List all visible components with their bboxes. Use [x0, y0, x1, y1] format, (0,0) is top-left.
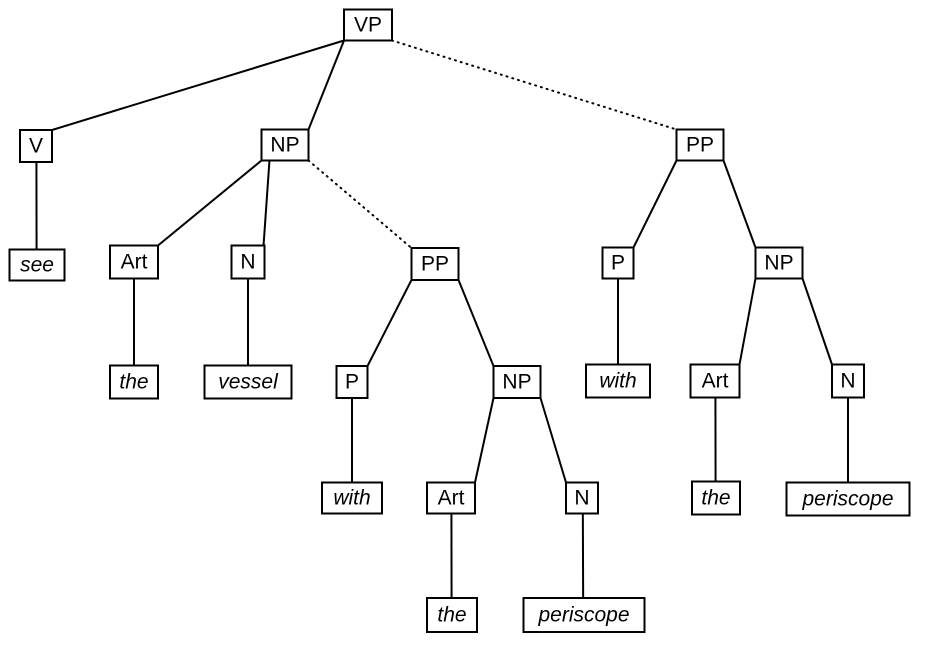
node-box-the-m — [426, 597, 478, 633]
tree-node-the-m[interactable]: the — [426, 597, 478, 633]
tree-node-art-m[interactable]: Art — [426, 481, 476, 515]
tree-edge-vp-np1 — [307, 40, 345, 130]
node-box-with-m — [321, 481, 383, 515]
node-label-peri-r: periscope — [801, 488, 893, 511]
tree-edge-pp-mid-np-mid — [457, 279, 495, 367]
node-label-pp-mid: PP — [421, 253, 449, 276]
node-box-np1 — [260, 128, 310, 162]
node-label-np-right: NP — [764, 252, 793, 275]
node-label-the-m: the — [437, 604, 466, 627]
tree-edge-vp-v — [51, 39, 345, 131]
tree-edge-pp-right-p-right — [632, 160, 678, 248]
node-label-the1: the — [119, 371, 148, 394]
tree-node-with-m[interactable]: with — [321, 481, 383, 515]
tree-node-np-mid[interactable]: NP — [492, 365, 542, 399]
node-label-np-mid: NP — [502, 371, 531, 394]
node-box-v — [19, 129, 53, 163]
node-box-n-m — [565, 481, 599, 515]
tree-node-np-right[interactable]: NP — [754, 246, 804, 280]
tree-edge-np-right-art-r — [738, 278, 757, 365]
node-box-n1 — [230, 244, 266, 280]
node-box-with-r — [585, 363, 651, 399]
node-box-np-mid — [492, 365, 542, 399]
tree-edge-np-mid-n-m — [539, 397, 567, 483]
node-label-art1: Art — [121, 251, 148, 274]
node-box-vp — [343, 8, 393, 42]
tree-node-p-mid[interactable]: P — [335, 365, 369, 399]
tree-node-see[interactable]: see — [8, 248, 66, 282]
node-label-np1: NP — [270, 134, 299, 157]
tree-edge-np1-pp-mid — [307, 159, 413, 249]
tree-node-n1[interactable]: N — [230, 244, 266, 280]
node-box-p-mid — [335, 365, 369, 399]
tree-node-n-m[interactable]: N — [565, 481, 599, 515]
tree-node-v[interactable]: V — [19, 129, 53, 163]
tree-edge-np-right-n-r — [801, 278, 833, 365]
tree-node-peri-r[interactable]: periscope — [785, 481, 911, 517]
tree-node-p-right[interactable]: P — [601, 246, 635, 280]
edge-layer — [35, 39, 849, 599]
tree-node-vp[interactable]: VP — [343, 8, 393, 42]
node-label-vp: VP — [354, 14, 382, 37]
node-label-with-r: with — [599, 370, 636, 393]
node-box-n-r — [831, 363, 865, 399]
node-box-pp-right — [675, 128, 725, 162]
tree-node-the1[interactable]: the — [109, 364, 159, 400]
tree-node-vessel[interactable]: vessel — [203, 364, 293, 400]
tree-edge-pp-right-np-right — [722, 160, 757, 248]
node-label-with-m: with — [333, 487, 370, 510]
node-label-vessel: vessel — [218, 371, 279, 394]
node-label-art-r: Art — [702, 370, 729, 393]
node-label-art-m: Art — [438, 487, 465, 510]
node-box-art-m — [426, 481, 476, 515]
tree-node-art1[interactable]: Art — [109, 244, 159, 280]
tree-node-np1[interactable]: NP — [260, 128, 310, 162]
node-label-v: V — [29, 135, 43, 158]
node-box-art1 — [109, 244, 159, 280]
node-box-the-r — [691, 480, 741, 516]
node-label-n-r: N — [840, 370, 855, 393]
node-box-peri-m — [522, 597, 646, 633]
tree-edge-pp-mid-p-mid — [366, 279, 413, 367]
node-label-the-r: the — [701, 487, 730, 510]
node-label-p-right: P — [611, 252, 625, 275]
node-label-n1: N — [240, 251, 255, 274]
node-label-p-mid: P — [345, 371, 359, 394]
node-label-see: see — [20, 254, 54, 277]
tree-edge-np-mid-art-m — [474, 397, 495, 483]
node-box-see — [8, 248, 66, 282]
tree-edge-np1-n1 — [262, 160, 271, 246]
node-box-the1 — [109, 364, 159, 400]
tree-node-with-r[interactable]: with — [585, 363, 651, 399]
node-label-peri-m: periscope — [537, 604, 629, 627]
node-box-np-right — [754, 246, 804, 280]
node-box-art-r — [689, 363, 741, 399]
tree-node-pp-mid[interactable]: PP — [410, 247, 460, 281]
tree-node-pp-right[interactable]: PP — [675, 128, 725, 162]
tree-node-peri-m[interactable]: periscope — [522, 597, 646, 633]
tree-node-n-r[interactable]: N — [831, 363, 865, 399]
tree-edge-vp-pp-right — [391, 39, 678, 131]
tree-edge-np1-art1 — [157, 159, 263, 247]
node-box-peri-r — [785, 481, 911, 517]
node-box-pp-mid — [410, 247, 460, 281]
tree-node-art-r[interactable]: Art — [689, 363, 741, 399]
node-label-pp-right: PP — [686, 134, 714, 157]
tree-node-the-r[interactable]: the — [691, 480, 741, 516]
node-label-n-m: N — [574, 487, 589, 510]
node-box-vessel — [203, 364, 293, 400]
node-box-p-right — [601, 246, 635, 280]
